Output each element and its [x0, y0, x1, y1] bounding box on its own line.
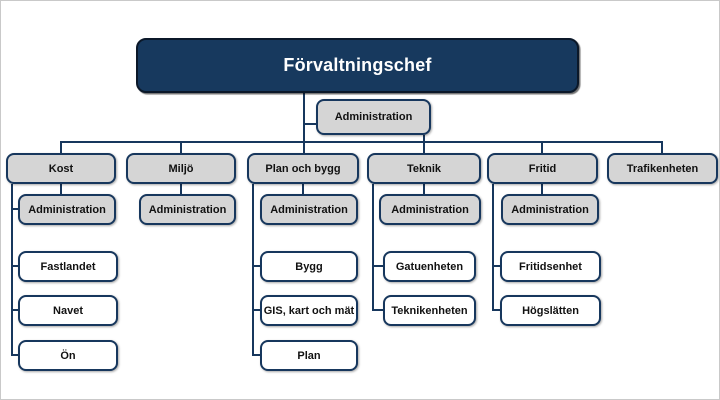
connector-drop-fritid — [541, 141, 543, 153]
unit-box-navet: Navet — [18, 295, 118, 326]
connector-teknik-admin-drop — [423, 184, 425, 194]
assistant-box-administration: Administration — [316, 99, 431, 135]
unit-box-teknikenheten: Teknikenheten — [383, 295, 476, 326]
dept-label: Kost — [48, 162, 74, 175]
connector-kost-stub-admin — [11, 208, 19, 210]
dept-label: Teknik — [406, 162, 442, 175]
dept-box-fritid: Fritid — [487, 153, 598, 184]
connector-plan-stub-bygg — [252, 265, 261, 267]
unit-label: Teknikenheten — [391, 304, 468, 317]
unit-label: Fritidsenhet — [519, 260, 582, 273]
admin-box-teknik: Administration — [379, 194, 481, 225]
unit-label: Bygg — [295, 260, 323, 273]
connector-assistant-stub — [304, 123, 316, 125]
connector-drop-kost — [60, 141, 62, 153]
admin-label: Administration — [511, 203, 589, 216]
connector-plan-rail — [252, 184, 254, 356]
unit-box-on: Ön — [18, 340, 118, 371]
connector-kost-admin-drop — [60, 184, 62, 194]
unit-label: Navet — [53, 304, 83, 317]
admin-label: Administration — [28, 203, 106, 216]
connector-fritid-rail — [492, 184, 494, 311]
connector-plan-admin-drop — [302, 184, 304, 194]
connector-kost-stub-on — [11, 354, 19, 356]
unit-label: Fastlandet — [40, 260, 96, 273]
dept-box-miljo: Miljö — [126, 153, 236, 184]
unit-box-bygg: Bygg — [260, 251, 358, 282]
dept-label: Plan och bygg — [265, 162, 341, 175]
connector-plan-stub-plan — [252, 354, 261, 356]
admin-box-kost: Administration — [18, 194, 116, 225]
dept-box-teknik: Teknik — [367, 153, 481, 184]
dept-label: Miljö — [168, 162, 194, 175]
unit-label: GIS, kart och mät — [263, 304, 355, 317]
connector-kost-rail — [11, 184, 13, 356]
unit-box-fritidsenhet: Fritidsenhet — [500, 251, 601, 282]
unit-label: Ön — [60, 349, 76, 362]
root-box-forvaltningschef: Förvaltningschef — [136, 38, 579, 93]
root-box-label: Förvaltningschef — [283, 55, 432, 75]
admin-box-plan: Administration — [260, 194, 358, 225]
unit-box-gatuenheten: Gatuenheten — [383, 251, 476, 282]
connector-fritid-stub-fritidsenhet — [492, 265, 501, 267]
admin-label: Administration — [148, 203, 227, 216]
dept-box-trafikenheten: Trafikenheten — [607, 153, 718, 184]
admin-box-fritid: Administration — [501, 194, 599, 225]
unit-box-plan: Plan — [260, 340, 358, 371]
unit-box-gis-kart-och-mat: GIS, kart och mät — [260, 295, 358, 326]
connector-kost-stub-fastlandet — [11, 265, 19, 267]
admin-box-miljo: Administration — [139, 194, 236, 225]
connector-miljo-admin-drop — [180, 184, 182, 194]
connector-fritid-admin-drop — [541, 184, 543, 194]
admin-label: Administration — [270, 203, 348, 216]
connector-drop-trafikenheten — [661, 141, 663, 153]
admin-label: Administration — [391, 203, 469, 216]
unit-label: Gatuenheten — [395, 260, 464, 273]
connector-assistant-bottom-drop — [423, 135, 425, 153]
connector-plan-stub-gis — [252, 309, 261, 311]
connector-teknik-rail — [372, 184, 374, 311]
assistant-box-label: Administration — [334, 111, 413, 123]
connector-main-horizontal — [60, 141, 663, 143]
connector-kost-stub-navet — [11, 309, 19, 311]
connector-fritid-stub-hogslatten — [492, 309, 501, 311]
connector-drop-miljo — [180, 141, 182, 153]
connector-teknik-stub-gatuenheten — [372, 265, 384, 267]
unit-box-fastlandet: Fastlandet — [18, 251, 118, 282]
dept-box-plan-och-bygg: Plan och bygg — [247, 153, 359, 184]
unit-label: Högslätten — [522, 304, 579, 317]
dept-label: Trafikenheten — [626, 162, 699, 175]
dept-label: Fritid — [528, 162, 557, 175]
dept-box-kost: Kost — [6, 153, 116, 184]
connector-teknik-stub-teknikenheten — [372, 309, 384, 311]
unit-label: Plan — [297, 349, 321, 362]
unit-box-hogslatten: Högslätten — [500, 295, 601, 326]
